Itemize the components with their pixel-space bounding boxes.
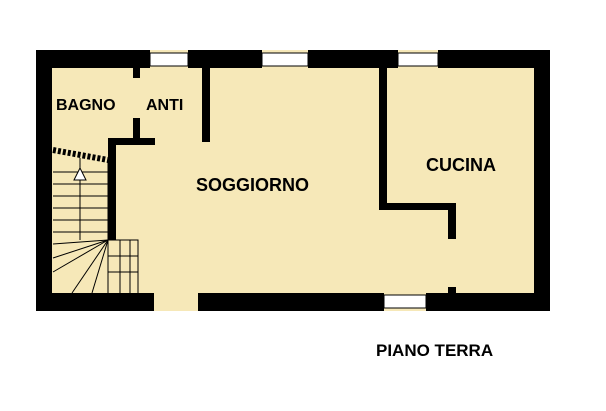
stair-outline bbox=[107, 160, 139, 293]
wall-stair-enclosure bbox=[108, 138, 116, 240]
stair-winder bbox=[52, 239, 109, 273]
room-label-soggiorno: SOGGIORNO bbox=[196, 175, 309, 195]
wall-top-2 bbox=[188, 50, 262, 68]
wall-cucina-vertical bbox=[379, 68, 387, 210]
stair-winder bbox=[52, 239, 109, 259]
wall-bottom-2 bbox=[198, 293, 384, 311]
stair-dashed-edge bbox=[52, 147, 109, 163]
wall-left bbox=[36, 50, 52, 311]
window-top-bagno bbox=[149, 52, 189, 67]
room-label-bagno: BAGNO bbox=[56, 97, 116, 114]
wall-top-4 bbox=[438, 50, 550, 68]
wall-bagno-bottom bbox=[108, 138, 155, 145]
staircase bbox=[52, 147, 139, 294]
window-top-soggiorno bbox=[261, 52, 309, 67]
interior-walls bbox=[108, 68, 456, 293]
wall-door-stub bbox=[448, 287, 456, 293]
stair-arrow-icon bbox=[73, 166, 87, 181]
wall-cucina-return bbox=[448, 203, 456, 239]
wall-right bbox=[534, 50, 550, 311]
wall-bagno-anti-lower bbox=[133, 118, 140, 144]
window-top-cucina bbox=[397, 52, 439, 67]
wall-bottom-3 bbox=[426, 293, 550, 311]
stair-winder bbox=[91, 239, 109, 294]
room-label-anti: ANTI bbox=[146, 97, 183, 114]
wall-cucina-horizontal bbox=[379, 203, 456, 210]
stair-winder bbox=[71, 239, 109, 294]
outer-walls bbox=[36, 50, 550, 311]
room-label-cucina: CUCINA bbox=[426, 155, 496, 175]
wall-anti-soggiorno bbox=[202, 68, 210, 142]
stair-winder bbox=[52, 239, 109, 245]
floor-area bbox=[36, 50, 550, 311]
wall-top-1 bbox=[36, 50, 150, 68]
wall-top-3 bbox=[308, 50, 398, 68]
window-bottom-cucina bbox=[383, 294, 427, 309]
floor-label: PIANO TERRA bbox=[376, 341, 493, 360]
wall-bottom-1 bbox=[36, 293, 154, 311]
windows bbox=[149, 52, 439, 309]
wall-bagno-anti-upper bbox=[133, 68, 140, 78]
